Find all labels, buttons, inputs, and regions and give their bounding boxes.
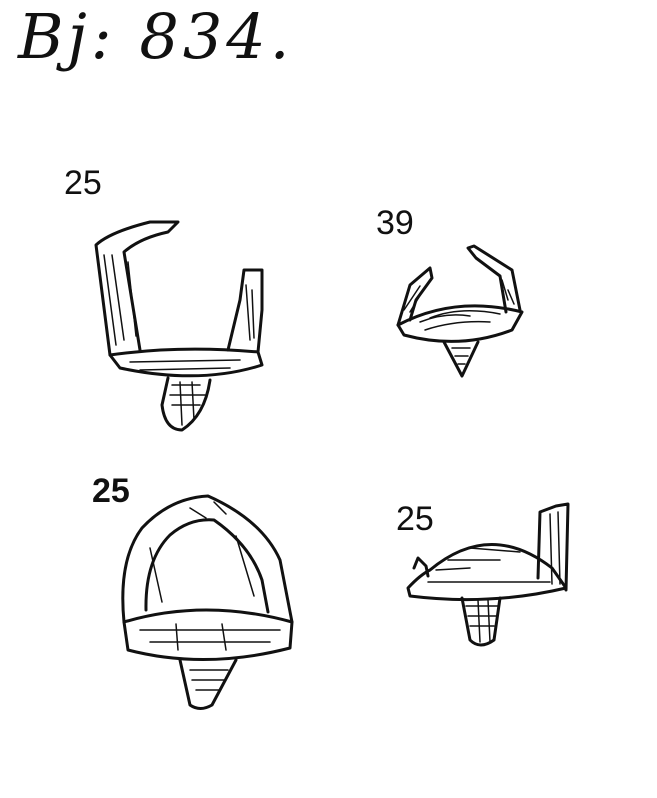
figure-label-2: 39 (376, 204, 414, 242)
artifact-drawing-3 (121, 494, 294, 710)
artifact-drawing-1 (94, 220, 264, 432)
figure-label-3: 25 (92, 472, 130, 510)
figure-label-4: 25 (396, 500, 434, 538)
artifact-drawing-2 (396, 244, 524, 378)
catalog-number: Bj: 834. (18, 0, 294, 73)
figure-label-1: 25 (64, 164, 102, 202)
artifact-drawing-4 (406, 502, 570, 647)
